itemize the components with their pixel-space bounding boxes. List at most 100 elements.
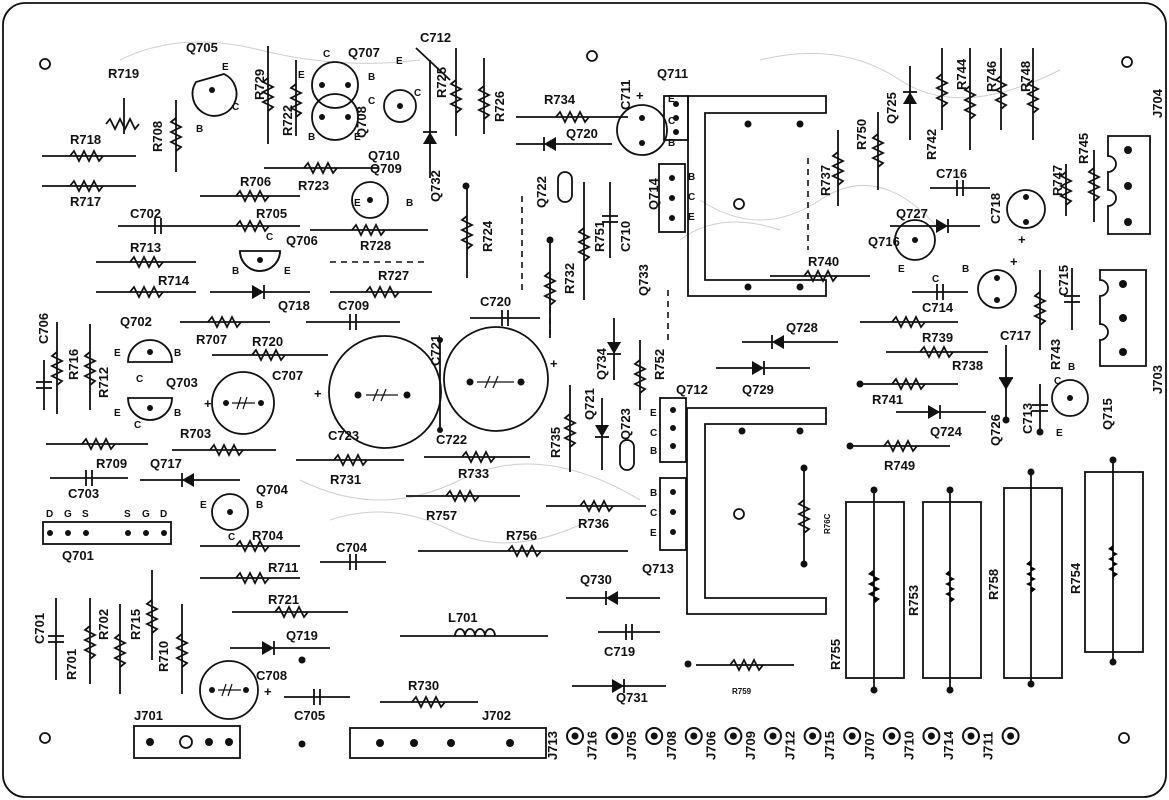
ic-q701-body [42, 521, 172, 545]
label-j716: J716 [585, 731, 600, 760]
jack-pad-center [888, 732, 896, 740]
label-r709: R709 [96, 456, 127, 471]
diodes [140, 60, 1013, 693]
polarity-plus: + [1010, 254, 1018, 269]
label-q703: Q703 [166, 375, 198, 390]
pin-b: B [668, 138, 675, 149]
label-q704: Q704 [256, 482, 289, 497]
label-r746: R746 [984, 61, 999, 92]
label-q701: Q701 [62, 548, 94, 563]
label-r739: R739 [922, 330, 953, 345]
label-r714: R714 [158, 273, 190, 288]
label-c723: C723 [328, 428, 359, 443]
label-c708: C708 [256, 668, 287, 683]
component-labels: D G S S G D Q701 Q702 Q703 Q704 Q705 Q70… [32, 30, 1165, 723]
ic-pin-g-right: G [142, 509, 150, 520]
label-q728: Q728 [786, 320, 818, 335]
label-q732: Q732 [428, 170, 443, 202]
jack-pads [566, 727, 1020, 745]
jack-pad-center [809, 732, 817, 740]
label-q718: Q718 [278, 298, 310, 313]
pin-e: E [668, 94, 675, 105]
label-c704: C704 [336, 540, 368, 555]
connectors [133, 135, 1151, 759]
label-q725: Q725 [884, 92, 899, 124]
jack-pad-center [1007, 732, 1015, 740]
label-q722: Q722 [534, 176, 549, 208]
label-c722: C722 [436, 432, 467, 447]
polarity-plus: + [1018, 232, 1026, 247]
label-c720: C720 [480, 294, 511, 309]
label-r753: R753 [906, 585, 921, 616]
label-j714: J714 [941, 730, 956, 760]
pin-b: B [256, 500, 263, 511]
label-c714: C714 [922, 300, 954, 315]
pin-c: C [368, 96, 375, 107]
label-r738: R738 [952, 358, 983, 373]
label-r708: R708 [150, 121, 165, 152]
label-r730: R730 [408, 678, 439, 693]
label-c709: C709 [338, 298, 369, 313]
jumper-links [330, 158, 809, 340]
label-c717: C717 [1000, 328, 1031, 343]
label-r705: R705 [256, 206, 287, 221]
label-r720: R720 [252, 334, 283, 349]
label-r741: R741 [872, 392, 903, 407]
ic-pin-s-right: S [124, 509, 131, 520]
transistor-bodies [127, 61, 1089, 531]
label-q711: Q711 [657, 66, 688, 81]
label-r733: R733 [458, 466, 489, 481]
label-r701: R701 [64, 649, 79, 680]
heatsink-lower [686, 407, 827, 615]
label-q724: Q724 [930, 424, 963, 439]
label-c711: C711 [618, 80, 633, 110]
label-j712: J712 [783, 731, 798, 760]
label-j708: J708 [664, 731, 679, 760]
pin-b: B [650, 446, 657, 457]
label-j704: J704 [1150, 88, 1165, 118]
label-r758: R757 [426, 508, 457, 523]
film-capacitors [36, 47, 1080, 705]
label-j706: J706 [703, 731, 718, 760]
pin-b: B [196, 124, 203, 135]
pin-b: B [368, 72, 375, 83]
pin-e: E [298, 70, 305, 81]
label-q721: Q721 [582, 388, 597, 420]
label-c705: C705 [294, 708, 325, 723]
label-j702: J702 [482, 708, 511, 723]
label-r732: R732 [562, 263, 577, 294]
label-r722: R722 [280, 105, 295, 136]
label-c701: C701 [32, 613, 47, 644]
label-q729: Q729 [742, 382, 774, 397]
polarity-plus: + [204, 396, 212, 411]
label-c718: C718 [988, 193, 1003, 224]
label-r729: R729 [252, 69, 267, 100]
label-r718: R718 [70, 132, 101, 147]
power-transistor-blocks [658, 95, 689, 551]
ic-pin-d-left: D [46, 509, 53, 520]
label-q713: Q713 [642, 561, 674, 576]
pin-c: C [1054, 376, 1061, 387]
mounting-holes [39, 50, 1133, 744]
pin-c: C [134, 420, 141, 431]
label-r740: R740 [808, 254, 839, 269]
label-r754: R754 [1068, 562, 1083, 594]
polarity-plus: + [314, 386, 322, 401]
pin-e: E [284, 266, 291, 277]
label-j703: J703 [1150, 365, 1165, 394]
label-r717: R717 [70, 194, 101, 209]
label-r727: R727 [378, 268, 409, 283]
jack-pad-center [611, 732, 619, 740]
label-r737: R737 [818, 165, 833, 196]
label-q708: Q708 [354, 106, 369, 138]
pin-e: E [396, 56, 403, 67]
label-j711: J711 [981, 732, 996, 760]
jack-pad-center [927, 732, 935, 740]
label-q715: Q715 [1100, 398, 1115, 430]
label-q706: Q706 [286, 233, 318, 248]
pin-e: E [650, 528, 657, 539]
label-r726: R726 [492, 91, 507, 122]
label-q720: Q720 [566, 126, 598, 141]
label-q717: Q717 [150, 456, 182, 471]
